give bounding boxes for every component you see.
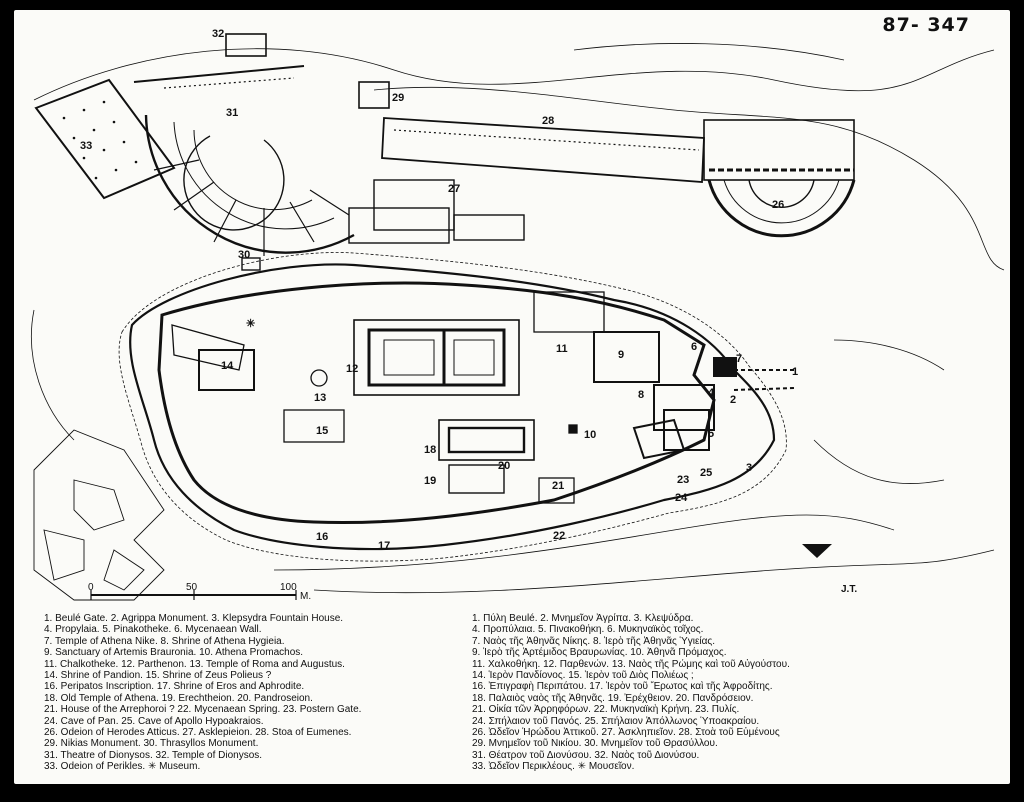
- legend-en-line: 26. Odeion of Herodes Atticus. 27. Askle…: [44, 726, 352, 738]
- legend-gr-line: 24. Σπήλαιον τοῦ Πανός. 25. Σπήλαιον Ἀπό…: [472, 715, 760, 727]
- legend-gr-line: 26. Ὠδεῖον Ἡρώδου Ἀττικοῦ. 27. Ἀσκληπιεῖ…: [472, 726, 780, 738]
- map-number-24: 24: [675, 492, 688, 504]
- map-number-9: 9: [618, 349, 624, 361]
- map-number-22: 22: [553, 530, 565, 542]
- map-number-6: 6: [691, 341, 697, 353]
- map-number-14: 14: [221, 360, 234, 372]
- legend-gr-line: 31. Θέατρον τοῦ Διονύσου. 32. Ναὸς τοῦ Δ…: [472, 749, 700, 761]
- stoa-of-eumenes: [381, 117, 705, 183]
- scale-unit: M.: [300, 591, 311, 602]
- odeion-of-perikles: [34, 78, 176, 200]
- temple-of-dionysos: [225, 33, 267, 57]
- legend-gr-line: 7. Ναὸς τῆς Ἀθηνᾶς Νίκης. 8. Ἱερὸ τῆς Ἀθ…: [472, 635, 715, 647]
- legend-en-line: 1. Beulé Gate. 2. Agrippa Monument. 3. K…: [44, 613, 344, 624]
- legend-en-line: 31. Theatre of Dionysos. 32. Temple of D…: [44, 749, 263, 761]
- legend-gr-line: 21. Οἰκία τῶν Ἀρρηφόρων. 22. Μυκηναϊκὴ Κ…: [472, 704, 740, 716]
- acropolis-site-plan: 0 50 100 M. 1 2 3 4 5 6 7 8 9 10 11 12: [31, 28, 1005, 602]
- map-number-28: 28: [542, 115, 554, 127]
- terrain-contours: [31, 43, 1005, 594]
- thrasyllos-monument: [241, 257, 261, 271]
- map-number-32: 32: [212, 28, 224, 40]
- map-number-31: 31: [226, 107, 238, 119]
- map-number-11: 11: [556, 343, 568, 355]
- map-sheet: 87- 347: [14, 10, 1010, 784]
- map-number-5: 5: [708, 428, 714, 440]
- nikias-monument: [358, 81, 390, 109]
- rock-hatching: [118, 252, 787, 562]
- legend-greek: 1. Πύλη Beulé. 2. Μνημεῖον Ἀγρίπα. 3. Κλ…: [472, 613, 790, 772]
- legend-en-line: 11. Chalkotheke. 12. Parthenon. 13. Temp…: [44, 658, 345, 670]
- map-number-18: 18: [424, 444, 436, 456]
- legend-english: 1. Beulé Gate. 2. Agrippa Monument. 3. K…: [44, 613, 361, 772]
- map-number-33: 33: [80, 140, 92, 152]
- scale-bar: 0 50 100 M.: [88, 582, 311, 602]
- map-number-25: 25: [700, 467, 712, 479]
- map-number-13: 13: [314, 392, 326, 404]
- legend-en-line: 9. Sanctuary of Artemis Brauronia. 10. A…: [44, 647, 304, 659]
- fortification-wall: [157, 281, 716, 525]
- propylaia: [593, 331, 795, 460]
- legend-gr-line: 9. Ἱερὸ τῆς Ἀρτέμιδος Βραυρωνίας. 10. Ἀθ…: [472, 647, 727, 659]
- map-number-labels: 1 2 3 4 5 6 7 8 9 10 11 12 13 14 15 16 1…: [80, 28, 798, 552]
- map-number-1: 1: [792, 366, 798, 378]
- scale-label-100: 100: [280, 582, 297, 593]
- map-number-19: 19: [424, 475, 436, 487]
- map-number-27: 27: [448, 183, 460, 195]
- asklepieion: [348, 179, 525, 244]
- map-number-20: 20: [498, 460, 510, 472]
- legend-gr-line: 29. Μνημεῖον τοῦ Νικίου. 30. Μνημεῖον το…: [472, 738, 718, 750]
- parthenon: [353, 319, 520, 396]
- legend-en-line: 24. Cave of Pan. 25. Cave of Apollo Hypo…: [44, 715, 264, 727]
- map-number-7: 7: [736, 353, 742, 365]
- map-number-21: 21: [552, 480, 564, 492]
- odeion-of-herodes-atticus: [703, 119, 856, 238]
- map-number-10: 10: [584, 429, 596, 441]
- city-blocks: [33, 429, 165, 601]
- legend-gr-line: 1. Πύλη Beulé. 2. Μνημεῖον Ἀγρίπα. 3. Κλ…: [472, 613, 694, 624]
- map-number-8: 8: [638, 389, 644, 401]
- map-number-12: 12: [346, 363, 358, 375]
- rock-outcrop: [129, 263, 776, 551]
- legend-en-line: 33. Odeion of Perikles. ✳ Museum.: [44, 761, 201, 773]
- legend-gr-line: 14. Ἱερὸν Πανδίονος. 15. Ἱερὸν τοῦ Διὸς …: [472, 669, 694, 681]
- erechtheion: [438, 419, 535, 494]
- map-number-29: 29: [392, 92, 404, 104]
- map-number-26: 26: [772, 199, 784, 211]
- north-arrow-icon: [802, 544, 832, 558]
- legend-gr-line: 18. Παλαιὸς ναὸς τῆς Ἀθηνᾶς. 19. Ἐρέχθει…: [472, 692, 754, 704]
- legend-en-line: 7. Temple of Athena Nike. 8. Shrine of A…: [44, 635, 285, 647]
- map-number-15: 15: [316, 425, 328, 437]
- map-number-2: 2: [730, 394, 736, 406]
- theatre-of-dionysos: [133, 65, 355, 256]
- map-number-30: 30: [238, 249, 250, 261]
- plate-id: 87- 347: [882, 14, 970, 36]
- legend-en-line: 21. House of the Arrephoroi ? 22. Mycena…: [44, 704, 362, 716]
- legend-gr-line: 11. Χαλκοθήκη. 12. Παρθενών. 13. Ναὸς τῆ…: [472, 658, 790, 670]
- legend-gr-line: 4. Προπύλαια. 5. Πινακοθήκη. 6. Μυκηναϊκ…: [472, 624, 704, 636]
- legend-gr-line: 33. Ὠδεῖον Περικλέους. ✳ Μουσεῖον.: [472, 761, 635, 773]
- legend-en-line: 4. Propylaia. 5. Pinakotheke. 6. Mycenae…: [44, 624, 262, 636]
- legend-en-line: 16. Peripatos Inscription. 17. Shrine of…: [44, 681, 305, 693]
- legend-en-line: 18. Old Temple of Athena. 19. Erechtheio…: [44, 692, 313, 704]
- map-number-16: 16: [316, 531, 328, 543]
- museum-marker-icon: ✳: [246, 318, 255, 330]
- scale-label-50: 50: [186, 582, 198, 593]
- map-number-3: 3: [746, 462, 752, 474]
- scale-label-0: 0: [88, 582, 94, 593]
- sanctuary-outlines: [171, 291, 605, 504]
- legend-gr-line: 16. Ἐπιγραφὴ Περιπάτου. 17. Ἱερὸν τοῦ Ἔρ…: [472, 681, 773, 693]
- map-number-4: 4: [708, 387, 715, 399]
- map-number-17: 17: [378, 540, 390, 552]
- map-number-23: 23: [677, 474, 689, 486]
- legend-en-line: 29. Nikias Monument. 30. Thrasyllos Monu…: [44, 738, 259, 750]
- author-initials: J.T.: [841, 584, 858, 595]
- legend-en-line: 14. Shrine of Pandion. 15. Shrine of Zeu…: [44, 669, 272, 681]
